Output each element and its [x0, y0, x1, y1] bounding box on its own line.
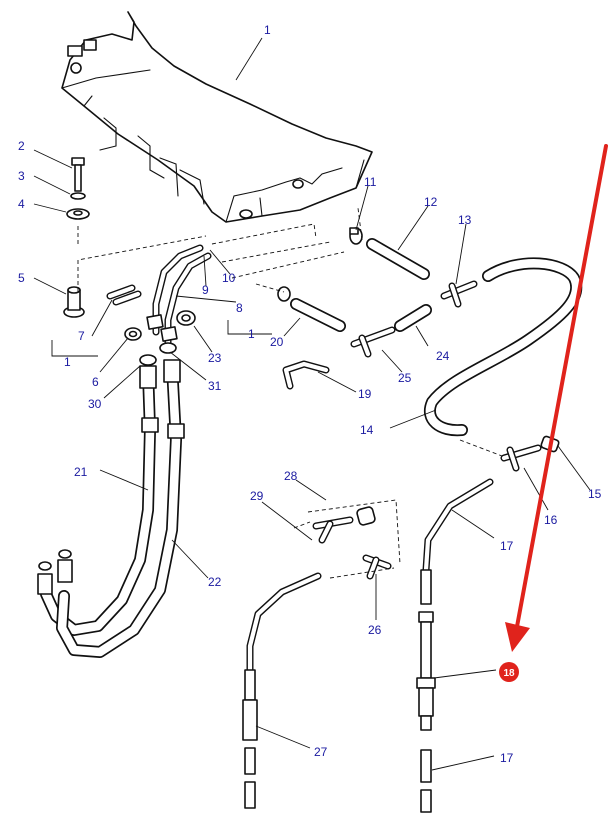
hose-22	[56, 359, 185, 658]
pins-7	[106, 284, 142, 306]
o-ring-31	[159, 342, 177, 354]
callout-2[interactable]: 2	[18, 139, 25, 153]
callout-8[interactable]: 8	[236, 301, 243, 315]
elbow-26	[362, 554, 392, 580]
callout-24[interactable]: 24	[436, 349, 450, 363]
o-ring-30	[139, 354, 157, 366]
callout-1-left[interactable]: 1	[64, 355, 71, 369]
leader-lines	[33, 37, 591, 771]
callout-22[interactable]: 22	[208, 575, 222, 589]
callout-14[interactable]: 14	[360, 423, 374, 437]
rubber-mount	[63, 286, 85, 318]
callout-10[interactable]: 10	[222, 271, 236, 285]
callout-13[interactable]: 13	[458, 213, 472, 227]
highlight-arrow	[505, 144, 608, 652]
hose-14	[424, 257, 583, 437]
callout-29[interactable]: 29	[250, 489, 264, 503]
callout-25[interactable]: 25	[398, 371, 412, 385]
clamp-11	[349, 227, 363, 245]
o-ring-23	[176, 310, 196, 326]
bolt	[71, 157, 85, 192]
connector-13	[440, 280, 478, 308]
callout-labels: 1 2 3 4 5 1 6 7 8 9 10 1 11 12 13 14 15 …	[18, 23, 602, 765]
callout-20[interactable]: 20	[270, 335, 284, 349]
callout-17-top[interactable]: 17	[500, 539, 514, 553]
callout-31[interactable]: 31	[208, 379, 222, 393]
callout-6[interactable]: 6	[92, 375, 99, 389]
callout-11[interactable]: 11	[364, 175, 377, 189]
sleeve-24	[394, 304, 432, 332]
connector-29	[312, 516, 354, 544]
sleeve-28	[356, 506, 376, 526]
callout-15[interactable]: 15	[588, 487, 602, 501]
hose-27	[242, 572, 322, 809]
connector-16	[500, 444, 542, 472]
assembly-guides	[77, 207, 503, 579]
callout-18[interactable]: 18	[503, 668, 515, 679]
callout-19[interactable]: 19	[358, 387, 372, 401]
lock-washer	[70, 192, 86, 200]
hose-12	[366, 238, 430, 280]
callout-1-top[interactable]: 1	[264, 23, 271, 37]
callout-1-mid[interactable]: 1	[248, 327, 255, 341]
hose-19	[282, 360, 330, 390]
o-ring-6	[124, 327, 142, 341]
callout-5[interactable]: 5	[18, 271, 25, 285]
hose-20	[277, 286, 346, 332]
callout-9[interactable]: 9	[202, 283, 209, 297]
callout-30[interactable]: 30	[88, 397, 102, 411]
callout-23[interactable]: 23	[208, 351, 222, 365]
callout-12[interactable]: 12	[424, 195, 438, 209]
callout-27[interactable]: 27	[314, 745, 328, 759]
hose-17-lower	[420, 749, 432, 813]
callout-17-bottom[interactable]: 17	[500, 751, 514, 765]
callout-21[interactable]: 21	[74, 465, 88, 479]
callout-26[interactable]: 26	[368, 623, 382, 637]
callout-18-badge[interactable]: 18	[499, 662, 519, 682]
flat-washer	[66, 208, 90, 220]
connector-25	[350, 326, 396, 358]
tank	[61, 11, 373, 223]
callout-4[interactable]: 4	[18, 197, 25, 211]
pipe-8	[146, 244, 212, 348]
connector-18[interactable]	[416, 611, 436, 731]
hose-17-upper	[420, 478, 494, 605]
callout-7[interactable]: 7	[78, 329, 85, 343]
callout-28[interactable]: 28	[284, 469, 298, 483]
callout-16[interactable]: 16	[544, 513, 558, 527]
callout-3[interactable]: 3	[18, 169, 25, 183]
